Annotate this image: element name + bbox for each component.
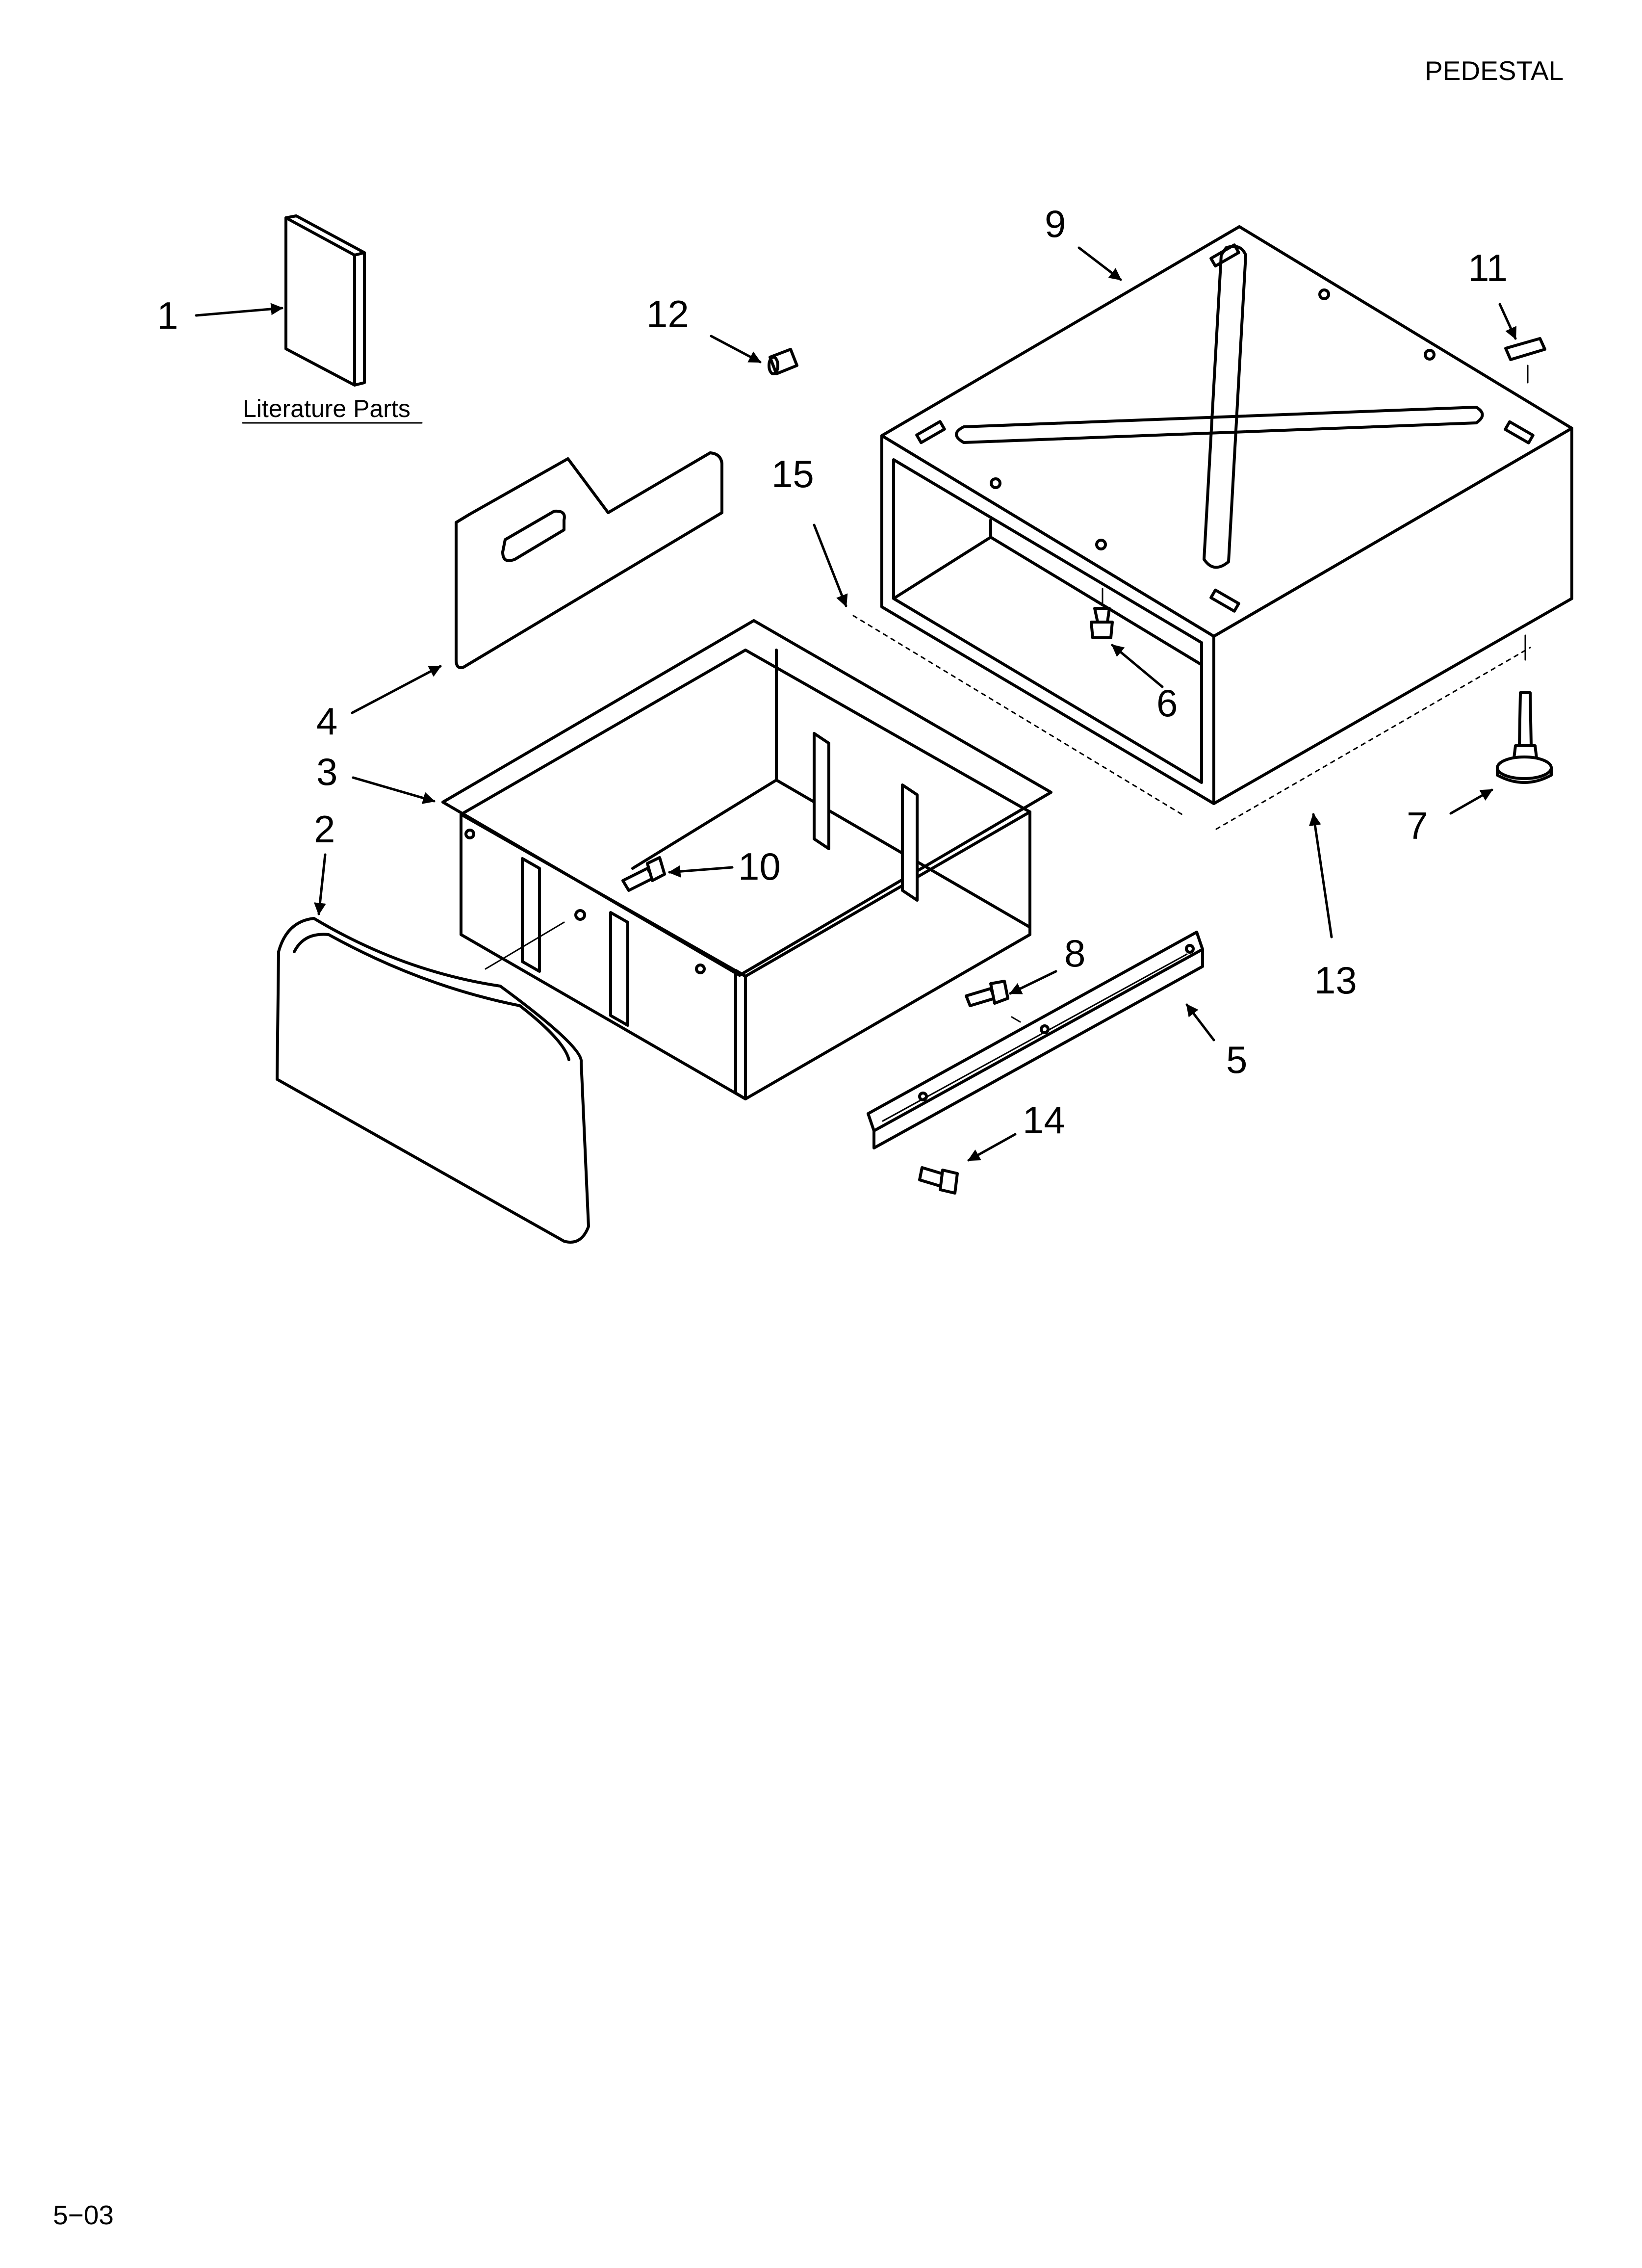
drawer-slide: [867, 931, 1204, 1149]
leader-9: [1078, 246, 1122, 281]
leader-3: [352, 776, 436, 804]
slide-screw-lower: [918, 1166, 959, 1195]
literature-caption: Literature Parts: [243, 395, 410, 422]
leader-8: [1009, 970, 1057, 995]
leader-15: [813, 523, 848, 607]
foot-pad: [1504, 337, 1546, 361]
plug: [768, 348, 798, 375]
leader-14: [967, 1133, 1017, 1162]
revision-code: 5−03: [53, 2200, 114, 2230]
callout-7: 7: [1407, 804, 1428, 847]
leveling-leg: [1496, 634, 1553, 784]
leader-13: [1308, 813, 1333, 938]
cabinet-hole: [1318, 288, 1330, 300]
callout-8: 8: [1064, 932, 1085, 975]
leader-12: [710, 335, 762, 364]
leader-10: [668, 865, 734, 878]
divider-panel: [455, 451, 723, 669]
callout-1: 1: [157, 294, 178, 337]
callout-12: 12: [646, 292, 689, 336]
cabinet-hole: [990, 477, 1001, 489]
callout-5: 5: [1226, 1038, 1247, 1081]
page-title: PEDESTAL: [1425, 55, 1564, 86]
callout-13: 13: [1314, 959, 1357, 1002]
callout-4: 4: [316, 700, 337, 743]
leader-4: [351, 665, 442, 714]
callout-15: 15: [771, 452, 814, 495]
callout-14: 14: [1023, 1098, 1065, 1142]
literature-booklet: [284, 214, 366, 387]
drawer-bin: [441, 619, 1052, 1100]
drawer-front: [276, 917, 590, 1244]
leader-11: [1498, 303, 1517, 340]
leader-1: [195, 303, 283, 317]
leader-6: [1111, 644, 1164, 688]
drawer-screw: [621, 856, 666, 892]
leader-7: [1449, 788, 1493, 815]
callout-leaders: [195, 246, 1517, 1162]
cabinet-slot: [1209, 588, 1240, 613]
leader-5: [1185, 1003, 1215, 1042]
cabinet-hole: [1095, 539, 1107, 550]
callout-2: 2: [314, 808, 335, 851]
cabinet-slot: [1209, 243, 1240, 268]
cabinet-slot: [915, 420, 946, 444]
callout-9: 9: [1045, 202, 1066, 245]
pedestal-cabinet: [852, 225, 1573, 830]
callout-3: 3: [316, 750, 337, 793]
callout-6: 6: [1156, 681, 1178, 725]
leader-2: [313, 853, 327, 915]
cabinet-slot: [1504, 420, 1535, 444]
cabinet-hole: [1424, 349, 1436, 361]
callout-11: 11: [1468, 246, 1508, 289]
slide-screw: [965, 980, 1021, 1023]
callout-numbers: 1 12 9 11 15 6 4 3 2 10 7 13 8 5 14: [157, 202, 1508, 1142]
cabinet-screw: [1090, 588, 1114, 639]
callout-10: 10: [738, 845, 781, 888]
